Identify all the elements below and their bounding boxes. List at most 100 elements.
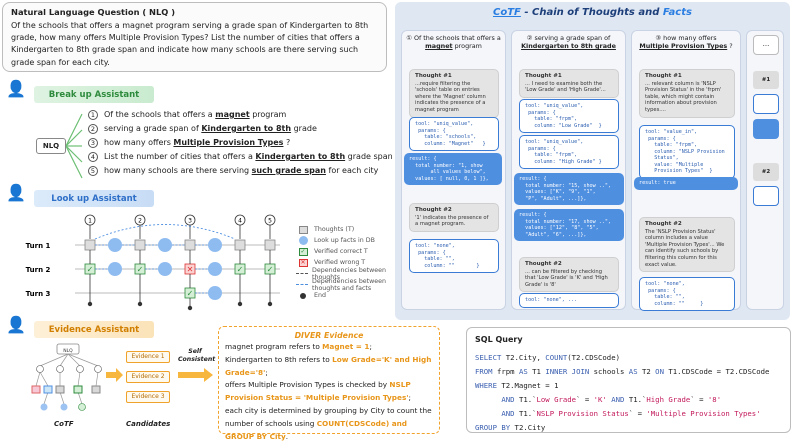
- t2-thought-2-mark: ✓: [137, 265, 144, 274]
- end-dot-5: [267, 301, 273, 307]
- dep-arc: [94, 224, 236, 240]
- col4-thought-1: #1: [753, 71, 779, 89]
- t2-thought-5-mark: ✓: [267, 265, 274, 274]
- col2-result-2: result: { total number: "17, show ..", v…: [514, 209, 624, 241]
- candidate-2: Evidence 2: [126, 371, 170, 383]
- t3-thought-3-mark: ✓: [187, 289, 194, 298]
- breakup-assistant-label: Break up Assistant: [34, 86, 154, 103]
- col3-tool-1: tool: "value_in", params: { table: "frpm…: [639, 125, 735, 179]
- cotf-column-3: ③ how many offers Multiple Provision Typ…: [631, 30, 741, 311]
- diver-title: DIVER Evidence: [294, 331, 364, 340]
- t3-fact-3: [208, 286, 222, 300]
- cotf-tree: NLQ: [31, 343, 102, 411]
- candidate-3: Evidence 3: [126, 391, 170, 403]
- t1-thought-3: [184, 239, 196, 251]
- nlq-question: Of the schools that offers a magnet prog…: [11, 21, 369, 67]
- col1-tool-2: tool: "none", params: { table: "", colum…: [409, 239, 499, 273]
- sql-line-2: FROM frpm AS T1 INNER JOIN schools AS T2…: [475, 367, 770, 376]
- t2-thought-3-mark: ✕: [187, 265, 194, 274]
- t1-fact-1: [108, 238, 122, 252]
- col4-header: ...: [753, 35, 779, 55]
- cotf-title-a: CoTF: [493, 7, 521, 18]
- t1-fact-2: [158, 238, 172, 252]
- col-number-4: 4: [238, 218, 242, 225]
- col1-result-1: result: { total number: "1, show all val…: [404, 153, 502, 185]
- diver-lines: magnet program refers to Magnet = 1;Kind…: [225, 341, 433, 443]
- evidence-assistant-label: Evidence Assistant: [34, 321, 154, 338]
- t2-fact-1: [108, 262, 122, 276]
- turn-label-2: Turn 2: [26, 266, 51, 274]
- end-dot-2: [137, 301, 143, 307]
- legend-item-2: Look up facts in DB: [296, 235, 391, 246]
- breakup-nlq-node: NLQ: [36, 138, 66, 154]
- breakup-arrows: [66, 113, 83, 179]
- sql-line-6: GROUP BY T2.City: [475, 423, 546, 432]
- col4-tool-box-2: [753, 186, 779, 206]
- t1-thought-5: [264, 239, 276, 251]
- col4-thought-2: #2: [753, 163, 779, 181]
- legend-item-1: Thoughts (T): [296, 224, 391, 235]
- cotf-title: CoTF - Chain of Thoughts and Facts: [395, 7, 790, 18]
- col4-tool-box-1: [753, 94, 779, 114]
- turn-label-3: Turn 3: [26, 290, 51, 298]
- lookup-legend: Thoughts (T)Look up facts in DB✓Verified…: [296, 224, 391, 301]
- nlq-panel: Natural Language Question ( NLQ ) Of the…: [2, 2, 387, 72]
- t2-thought-1-mark: ✓: [87, 265, 94, 274]
- subquestion-number: 5: [88, 166, 98, 176]
- subquestion-number: 2: [88, 124, 98, 134]
- col-number-1: 1: [88, 218, 92, 225]
- subquestion-number: 1: [88, 110, 98, 120]
- t1-fact-3: [208, 238, 222, 252]
- sql-line-5: AND T1.`NSLP Provision Status` = 'Multip…: [501, 409, 761, 418]
- col-number-5: 5: [268, 218, 272, 225]
- t2-fact-3: [208, 262, 222, 276]
- col2-thought-1: Thought #1... I need to examine both the…: [519, 69, 619, 98]
- col-number-3: 3: [188, 218, 192, 225]
- diver-line-4: each city is determined by grouping by C…: [225, 405, 432, 441]
- lookup-assistant-label: Look up Assistant: [34, 190, 154, 207]
- diver-line-3: offers Multiple Provision Types is check…: [225, 380, 411, 403]
- cotf-panel: CoTF - Chain of Thoughts and Facts ① Of …: [395, 2, 790, 320]
- col3-header: ③ how many offers Multiple Provision Typ…: [639, 34, 733, 50]
- col2-header: ② serving a grade span of Kindergarten t…: [521, 34, 616, 50]
- t2-fact-2: [158, 262, 172, 276]
- arrow-to-evidence: [178, 368, 213, 382]
- sql-lines: SELECT T2.City, COUNT(T2.CDSCode) FROM fr…: [475, 351, 782, 435]
- col2-tool-1: tool: "uniq_value", params: { table: "fr…: [519, 99, 619, 133]
- sql-title: SQL Query: [475, 335, 523, 344]
- cotf-title-c: Facts: [662, 7, 692, 18]
- sql-panel: SQL Query SELECT T2.City, COUNT(T2.CDSCo…: [466, 327, 791, 433]
- lookup-person-icon: 👤: [6, 183, 26, 202]
- sql-line-3: WHERE T2.Magnet = 1: [475, 381, 559, 390]
- col2-tool-3: tool: "none", ...: [519, 293, 619, 308]
- breakup-person-icon: 👤: [6, 79, 26, 98]
- col2-tool-2: tool: "uniq_value", params: { table: "fr…: [519, 135, 619, 169]
- evidence-person-icon: 👤: [6, 315, 26, 334]
- cotf-title-b: - Chain of Thoughts and: [520, 7, 663, 18]
- col2-thought-2: Thought #2... can be filtered by checkin…: [519, 257, 619, 293]
- candidate-1: Evidence 1: [126, 351, 170, 363]
- end-dot-1: [87, 301, 93, 307]
- diver-line-2: Kindergarten to 8th refers to Low Grade=…: [225, 354, 432, 377]
- cotf-column-1: ① Of the schools that offers a magnet pr…: [401, 30, 506, 310]
- t1-thought-4: [234, 239, 246, 251]
- col1-header: ① Of the schools that offers a magnet pr…: [406, 34, 501, 50]
- col1-tool-1: tool: "uniq_value", params: { table: "sc…: [409, 117, 499, 151]
- t1-thought-1: [84, 239, 96, 251]
- col3-tool-2: tool: "none", params: { table: "", colum…: [639, 277, 735, 311]
- cotf-column-2: ② serving a grade span of Kindergarten t…: [511, 30, 626, 310]
- legend-item-7: End: [296, 290, 391, 301]
- cotf-column-4: ... #1 #2: [746, 30, 784, 310]
- col-number-2: 2: [138, 218, 142, 225]
- col4-result-box: [753, 119, 779, 139]
- tree-root-label: NLQ: [63, 348, 73, 354]
- turn-label-1: Turn 1: [26, 242, 51, 250]
- col1-thought-2: Thought #2'1' indicates the presence of …: [409, 203, 499, 232]
- sql-line-1: SELECT T2.City, COUNT(T2.CDSCode): [475, 353, 620, 362]
